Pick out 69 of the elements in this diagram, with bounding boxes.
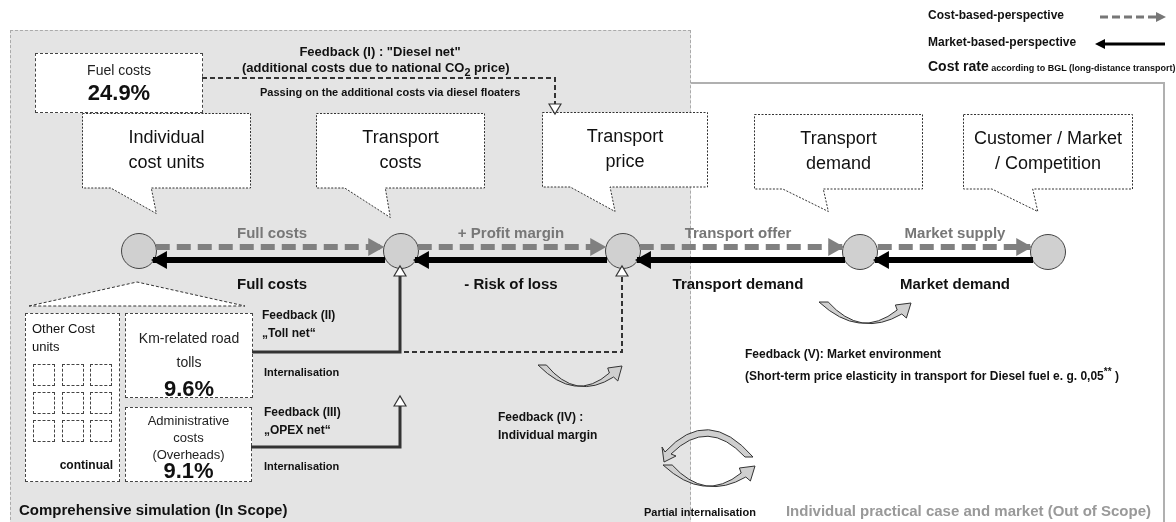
- annotation: Internalisation: [264, 460, 340, 472]
- percentage-value: 24.9%: [86, 80, 152, 106]
- edge-label: Full costs: [237, 224, 307, 241]
- annotation: Passing on the additional costs via diesel floaters: [260, 86, 521, 98]
- annotation: (additional costs due to national CO$_{2}$ price): [242, 60, 510, 78]
- small-box: [62, 364, 84, 386]
- arrow: [252, 265, 407, 354]
- arrow: [877, 238, 1033, 256]
- arrow: [201, 77, 562, 115]
- arrow: [417, 238, 607, 256]
- box-title: Fuel costs: [86, 61, 152, 80]
- small-box: [62, 392, 84, 414]
- callout-text: Transport price: [585, 125, 665, 173]
- arrow: [872, 251, 1034, 269]
- legend-text: Cost-based-perspective: [928, 8, 1065, 22]
- edge-label: + Profit margin: [457, 224, 565, 241]
- cost-box: [35, 53, 203, 113]
- small-box: [33, 392, 55, 414]
- node-circle: [383, 233, 419, 269]
- arrow: [412, 251, 608, 269]
- arrow: [634, 251, 846, 269]
- annotation: Internalisation: [264, 366, 340, 378]
- small-box: [62, 420, 84, 442]
- edge-label: Market supply: [904, 224, 1006, 241]
- edge-label: Transport offer: [684, 224, 792, 241]
- annotation: Partial internalisation: [644, 506, 756, 518]
- callout-text: Transport costs: [361, 126, 440, 174]
- edge-label: Feedback (II) „Toll net“: [262, 307, 337, 342]
- arrow: [251, 395, 407, 449]
- speech-callout: [754, 114, 923, 212]
- edge-label: Market demand: [900, 275, 1010, 292]
- speech-callout: [82, 113, 251, 214]
- region-title: Individual practical case and market (Out of Scope): [785, 502, 1151, 519]
- small-box: [90, 392, 112, 414]
- node-circle: [121, 233, 157, 269]
- small-box: [90, 420, 112, 442]
- small-box: [90, 364, 112, 386]
- speech-callout: [963, 114, 1133, 212]
- box-title: Km-related road tolls: [137, 329, 241, 372]
- speech-callout: [316, 113, 485, 218]
- small-box: [33, 364, 55, 386]
- cost-box: [125, 407, 252, 482]
- legend-text: Market-based-perspective: [928, 35, 1077, 49]
- node-circle: [605, 233, 641, 269]
- node-circle: [1030, 234, 1066, 270]
- edge-label: Feedback (I) : "Diesel net": [299, 44, 461, 59]
- box-title: Other Cost units: [32, 320, 96, 356]
- edge-label: - Risk of loss: [464, 275, 558, 292]
- note: Cost rate according to BGL (long-distance transport): [928, 58, 1176, 74]
- percentage-value: 9.6%: [162, 376, 216, 402]
- edge-label: Full costs: [237, 275, 307, 292]
- cost-box: [125, 313, 253, 398]
- edge-label: Feedback (III) „OPEX net“: [264, 404, 342, 439]
- arrow: [150, 251, 386, 269]
- arrow: [155, 238, 385, 256]
- callout-text: Individual cost units: [127, 126, 206, 174]
- callout-text: Transport demand: [799, 127, 878, 175]
- cost-group-box: [25, 313, 120, 482]
- annotation: Feedback (V): Market environment: [745, 347, 942, 361]
- speech-callout: [542, 112, 708, 212]
- callout-text: Customer / Market / Competition: [972, 127, 1123, 175]
- annotation: Feedback (IV) : Individual margin: [498, 409, 599, 444]
- region-title: Comprehensive simulation (In Scope): [19, 501, 288, 518]
- edge-label: Transport demand: [672, 275, 804, 292]
- node-circle: [842, 234, 878, 270]
- small-box: [33, 420, 55, 442]
- box-note: continual: [59, 458, 113, 472]
- arrow: [639, 238, 845, 256]
- annotation: (Short-term price elasticity in transport for Diesel fuel e. g. 0,05$^{**}$ ): [745, 366, 1119, 383]
